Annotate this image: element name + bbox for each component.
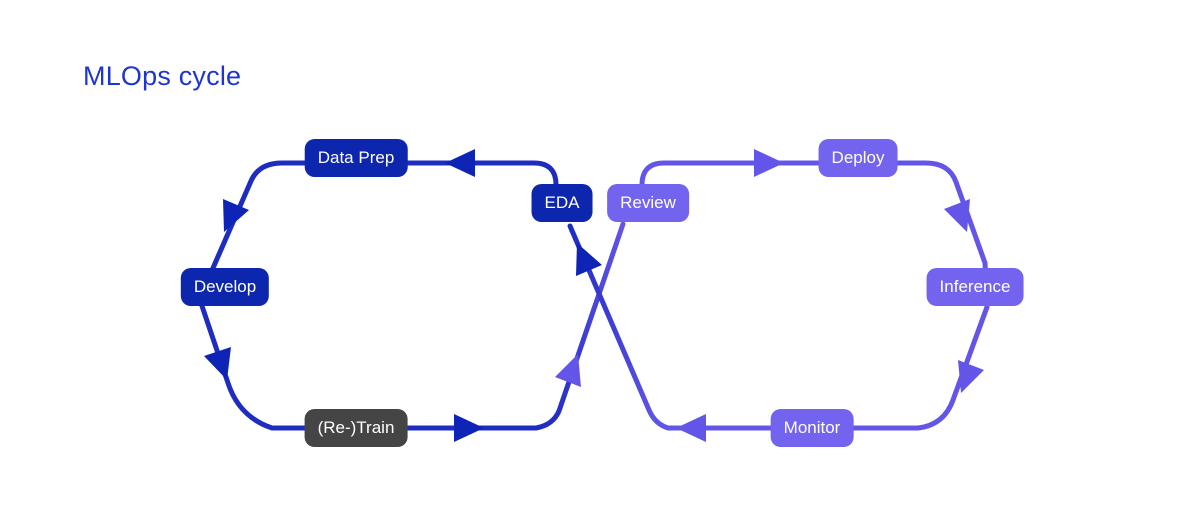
node-label: Data Prep [317,148,395,167]
arrowhead-train-right [454,414,484,442]
arrowhead-develop-to-train [204,347,231,380]
dev-loop-path [199,160,559,431]
edge-train-to-review [533,221,626,431]
node-develop: Develop [180,268,270,306]
arrowhead-monitor-left [676,414,706,442]
arrowhead-to-review [555,354,581,387]
node-label: Inference [939,277,1011,296]
arrowhead-review-to-deploy [754,149,784,177]
arrowhead-inference-to-monitor [958,360,984,393]
arrowhead-deploy-to-inference [944,199,970,232]
node-label: Review [620,193,676,212]
node-retrain: (Re-)Train [304,409,408,447]
node-monitor: Monitor [770,409,854,447]
node-data-prep: Data Prep [304,139,408,177]
node-label: Develop [193,277,257,296]
arrowhead-to-eda [576,243,602,276]
node-label: Deploy [831,148,885,167]
ops-loop-path [639,160,990,431]
arrowhead-dataprep-to-develop [223,199,249,232]
node-deploy: Deploy [818,139,898,177]
node-review: Review [607,184,689,222]
diagram-title: MLOps cycle [83,61,242,91]
node-eda: EDA [531,184,593,222]
arrowhead-eda-to-dataprep [445,149,475,177]
edge-monitor-to-eda [567,223,671,431]
node-label: EDA [544,193,580,212]
node-inference: Inference [926,268,1024,306]
node-label: Monitor [783,418,841,437]
node-label: (Re-)Train [317,418,395,437]
